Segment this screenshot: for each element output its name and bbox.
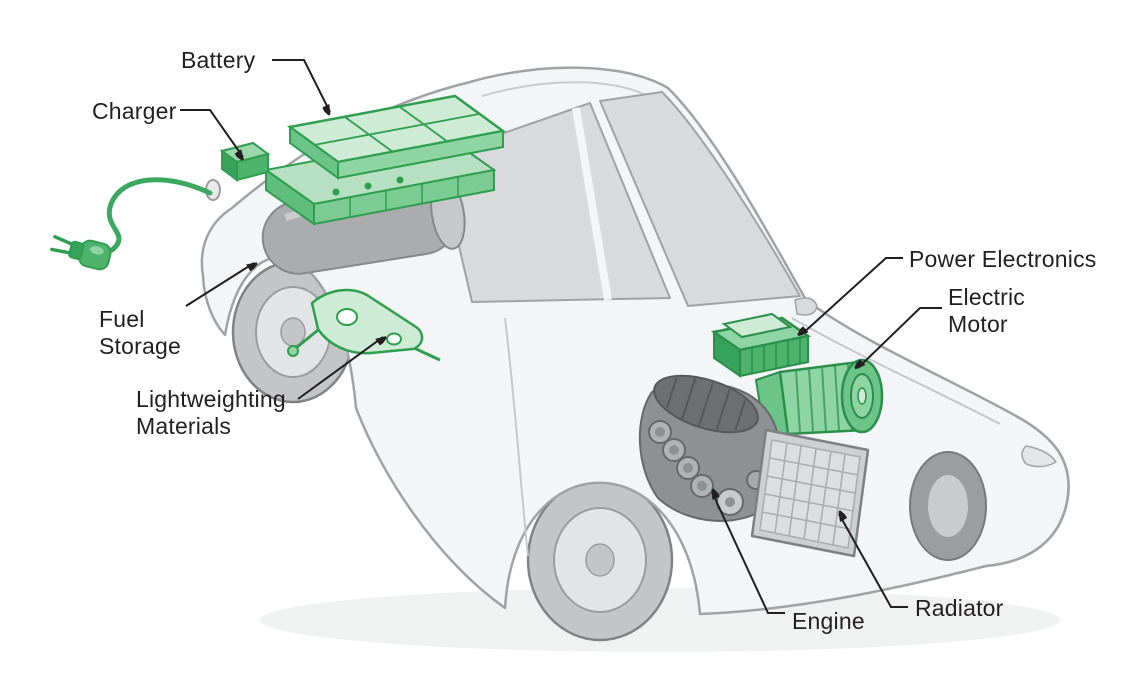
side-window xyxy=(437,102,671,303)
fuel-storage-label: Fuel Storage xyxy=(99,306,181,360)
charger-graphic xyxy=(219,141,271,182)
far-front-wheel xyxy=(909,451,987,561)
ground-shadow xyxy=(260,588,1060,652)
charging-plug-icon xyxy=(50,235,112,271)
side-mirror xyxy=(794,297,818,316)
windshield xyxy=(599,91,801,307)
charging-cable-graphic xyxy=(106,177,221,253)
lightweighting-leader xyxy=(297,337,383,400)
radiator-graphic xyxy=(750,428,870,558)
headlight xyxy=(1021,445,1058,468)
leader-lines xyxy=(180,59,942,614)
engine-label: Engine xyxy=(792,608,865,634)
charger-label: Charger xyxy=(92,98,177,124)
radiator-label: Radiator xyxy=(915,595,1004,621)
fuel-storage-leader xyxy=(185,263,254,307)
electric-motor-leader xyxy=(858,307,942,368)
battery-graphic xyxy=(263,94,507,226)
b-pillar xyxy=(572,107,612,301)
engine-graphic xyxy=(638,374,782,522)
door-seam xyxy=(504,317,529,557)
power-electronics-leader xyxy=(801,257,903,335)
hood-crease xyxy=(791,317,1001,425)
roof-line xyxy=(481,81,656,101)
power-electronics-label: Power Electronics xyxy=(909,246,1097,272)
front-edge-line xyxy=(985,414,1070,568)
lightweighting-materials-label: Lightweighting Materials xyxy=(136,386,286,440)
battery-label: Battery xyxy=(181,47,256,73)
radiator-leader xyxy=(839,514,908,608)
front-wheel xyxy=(526,478,674,642)
engine-leader xyxy=(711,492,785,614)
power-electronics-graphic xyxy=(710,312,812,378)
electric-motor-graphic xyxy=(754,358,884,436)
battery-leader xyxy=(272,59,331,112)
electric-motor-label: Electric Motor xyxy=(948,284,1026,338)
suspension-arm-graphic xyxy=(287,288,441,362)
charger-leader xyxy=(180,109,243,157)
